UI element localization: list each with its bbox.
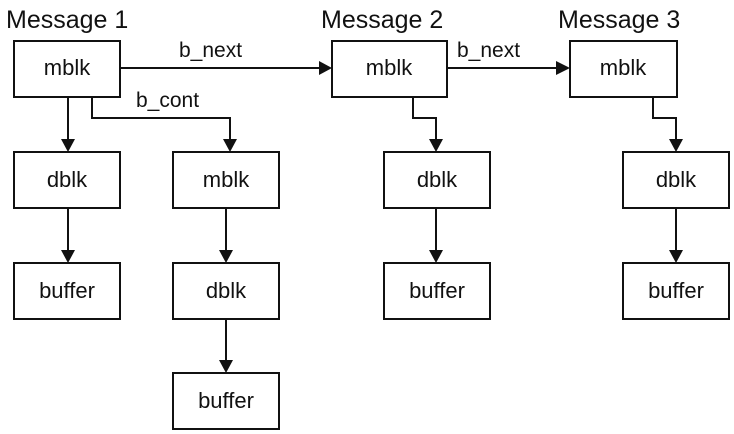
message-1-dblk-label: dblk (47, 167, 88, 192)
message-1-continuation-mblk-box: mblk (172, 151, 280, 209)
message-1-continuation-dblk-box: dblk (172, 262, 280, 320)
message-2-buffer-box: buffer (383, 262, 491, 320)
message-2-mblk-box: mblk (331, 40, 448, 98)
m2-dblk-to-buffer-arrowhead (429, 250, 443, 263)
b-cont-label: b_cont (136, 89, 199, 112)
b-cont-connector (91, 97, 231, 139)
m2-mblk-to-dblk-connector (412, 97, 437, 139)
message-3-title: Message 3 (558, 6, 680, 34)
message-1-continuation-dblk-label: dblk (206, 278, 247, 303)
message-3-buffer-box: buffer (622, 262, 730, 320)
b-next-arrowhead-2 (556, 61, 570, 75)
message-1-buffer-box: buffer (13, 262, 121, 320)
message-1-title: Message 1 (6, 6, 128, 34)
message-2-mblk-label: mblk (366, 55, 413, 80)
message-3-dblk-box: dblk (622, 151, 730, 209)
message-2-dblk-label: dblk (417, 167, 458, 192)
message-3-mblk-box: mblk (569, 40, 678, 98)
m1-mblk-to-dblk-arrowhead (61, 139, 75, 152)
message-1-continuation-buffer-label: buffer (198, 388, 254, 413)
message-1-continuation-buffer-box: buffer (172, 372, 280, 430)
b-next-label-2: b_next (457, 39, 520, 62)
message-1-continuation-mblk-label: mblk (203, 167, 250, 192)
m2-mblk-to-dblk-arrowhead (429, 139, 443, 152)
b-next-arrowhead-1 (319, 61, 332, 75)
m3-mblk-to-dblk-arrowhead (669, 139, 683, 152)
message-1-buffer-label: buffer (39, 278, 95, 303)
message-3-dblk-label: dblk (656, 167, 697, 192)
m1c-mblk-to-dblk-arrowhead (219, 250, 233, 263)
m3-mblk-to-dblk-connector (652, 97, 677, 139)
m1c-dblk-to-buffer-arrowhead (219, 360, 233, 373)
b-cont-arrowhead (223, 139, 237, 152)
message-2-buffer-label: buffer (409, 278, 465, 303)
b-next-label-1: b_next (179, 39, 242, 62)
message-1-mblk-box: mblk (13, 40, 121, 98)
message-1-mblk-label: mblk (44, 55, 91, 80)
message-1-dblk-box: dblk (13, 151, 121, 209)
message-2-title: Message 2 (321, 6, 443, 34)
m3-dblk-to-buffer-arrowhead (669, 250, 683, 263)
message-2-dblk-box: dblk (383, 151, 491, 209)
message-3-buffer-label: buffer (648, 278, 704, 303)
message-3-mblk-label: mblk (600, 55, 647, 80)
m1-dblk-to-buffer-arrowhead (61, 250, 75, 263)
